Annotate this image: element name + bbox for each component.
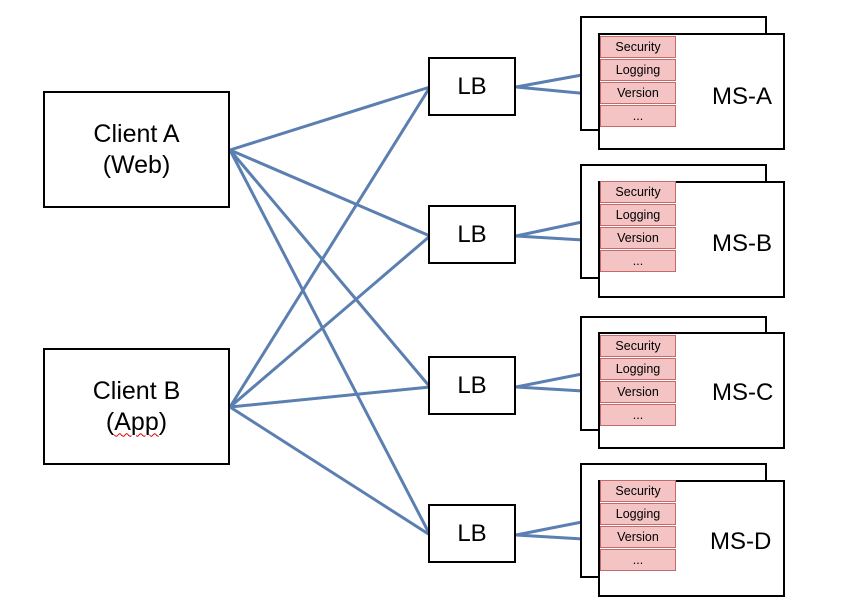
ms-a-instance-front: Security Logging Version ... MS-A <box>598 33 785 150</box>
ms-c-feature-list: Security Logging Version ... <box>600 335 676 427</box>
ms-d-feature-list: Security Logging Version ... <box>600 480 676 572</box>
feature-logging: Logging <box>600 503 676 525</box>
connector-clientA-lb1 <box>229 85 431 152</box>
ms-d-label: MS-D <box>710 528 772 555</box>
feature-security: Security <box>600 36 676 58</box>
feature-version: Version <box>600 82 676 104</box>
client-b-name: Client B <box>92 376 181 405</box>
ms-c-label: MS-C <box>712 379 774 406</box>
feature-version: Version <box>600 227 676 249</box>
client-b-type: (App) <box>105 407 168 436</box>
feature-more: ... <box>600 404 676 426</box>
connector-lb2-msB-back <box>515 220 583 238</box>
feature-security: Security <box>600 480 676 502</box>
feature-logging: Logging <box>600 59 676 81</box>
ms-b-feature-list: Security Logging Version ... <box>600 181 676 273</box>
connector-clientB-lb2 <box>229 234 431 409</box>
connector-lb3-msC-back <box>515 372 583 389</box>
connector-clientA-lb4 <box>228 149 432 536</box>
client-a-name: Client A <box>93 119 180 148</box>
connector-clientA-lb3 <box>228 149 432 388</box>
connector-clientB-lb4 <box>229 405 431 537</box>
load-balancer-3: LB <box>428 356 516 415</box>
load-balancer-1: LB <box>428 57 516 116</box>
connector-lb4-msD-back <box>515 520 583 537</box>
ms-d-instance-front: Security Logging Version ... MS-D <box>598 480 785 597</box>
client-a-box: Client A (Web) <box>43 91 230 208</box>
client-a-type: (Web) <box>102 150 171 179</box>
feature-more: ... <box>600 105 676 127</box>
load-balancer-2: LB <box>428 205 516 264</box>
feature-security: Security <box>600 335 676 357</box>
connector-clientA-lb2 <box>229 148 431 238</box>
feature-logging: Logging <box>600 358 676 380</box>
connector-lb1-msA-back <box>515 73 583 89</box>
ms-b-instance-front: Security Logging Version ... MS-B <box>598 181 785 298</box>
ms-a-feature-list: Security Logging Version ... <box>600 36 676 128</box>
load-balancer-4: LB <box>428 504 516 563</box>
client-b-box: Client B (App) <box>43 348 230 465</box>
feature-logging: Logging <box>600 204 676 226</box>
feature-more: ... <box>600 549 676 571</box>
ms-b-label: MS-B <box>712 230 772 257</box>
feature-more: ... <box>600 250 676 272</box>
ms-c-instance-front: Security Logging Version ... MS-C <box>598 332 785 449</box>
feature-version: Version <box>600 381 676 403</box>
connector-clientB-lb3 <box>229 385 431 409</box>
feature-version: Version <box>600 526 676 548</box>
feature-security: Security <box>600 181 676 203</box>
ms-a-label: MS-A <box>712 83 772 110</box>
connector-clientB-lb1 <box>228 86 432 408</box>
